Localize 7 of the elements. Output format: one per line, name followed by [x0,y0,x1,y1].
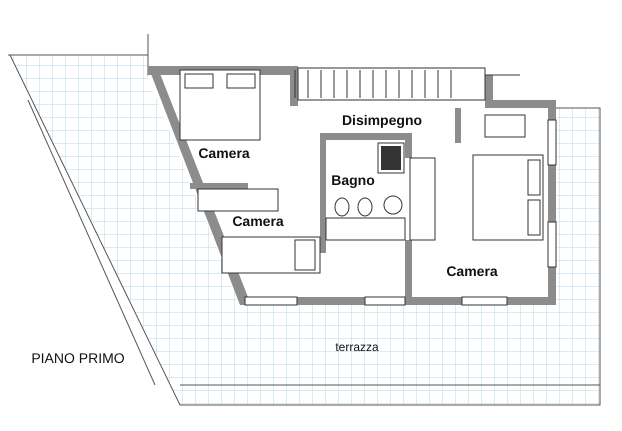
floor-title: PIANO PRIMO [31,350,125,366]
room-label: Disimpegno [342,112,422,128]
room-label: Camera [446,263,498,279]
room-label: Camera [198,145,250,161]
room-label: Camera [232,213,284,229]
room-label: terrazza [335,340,379,354]
room-label: Bagno [331,172,375,188]
